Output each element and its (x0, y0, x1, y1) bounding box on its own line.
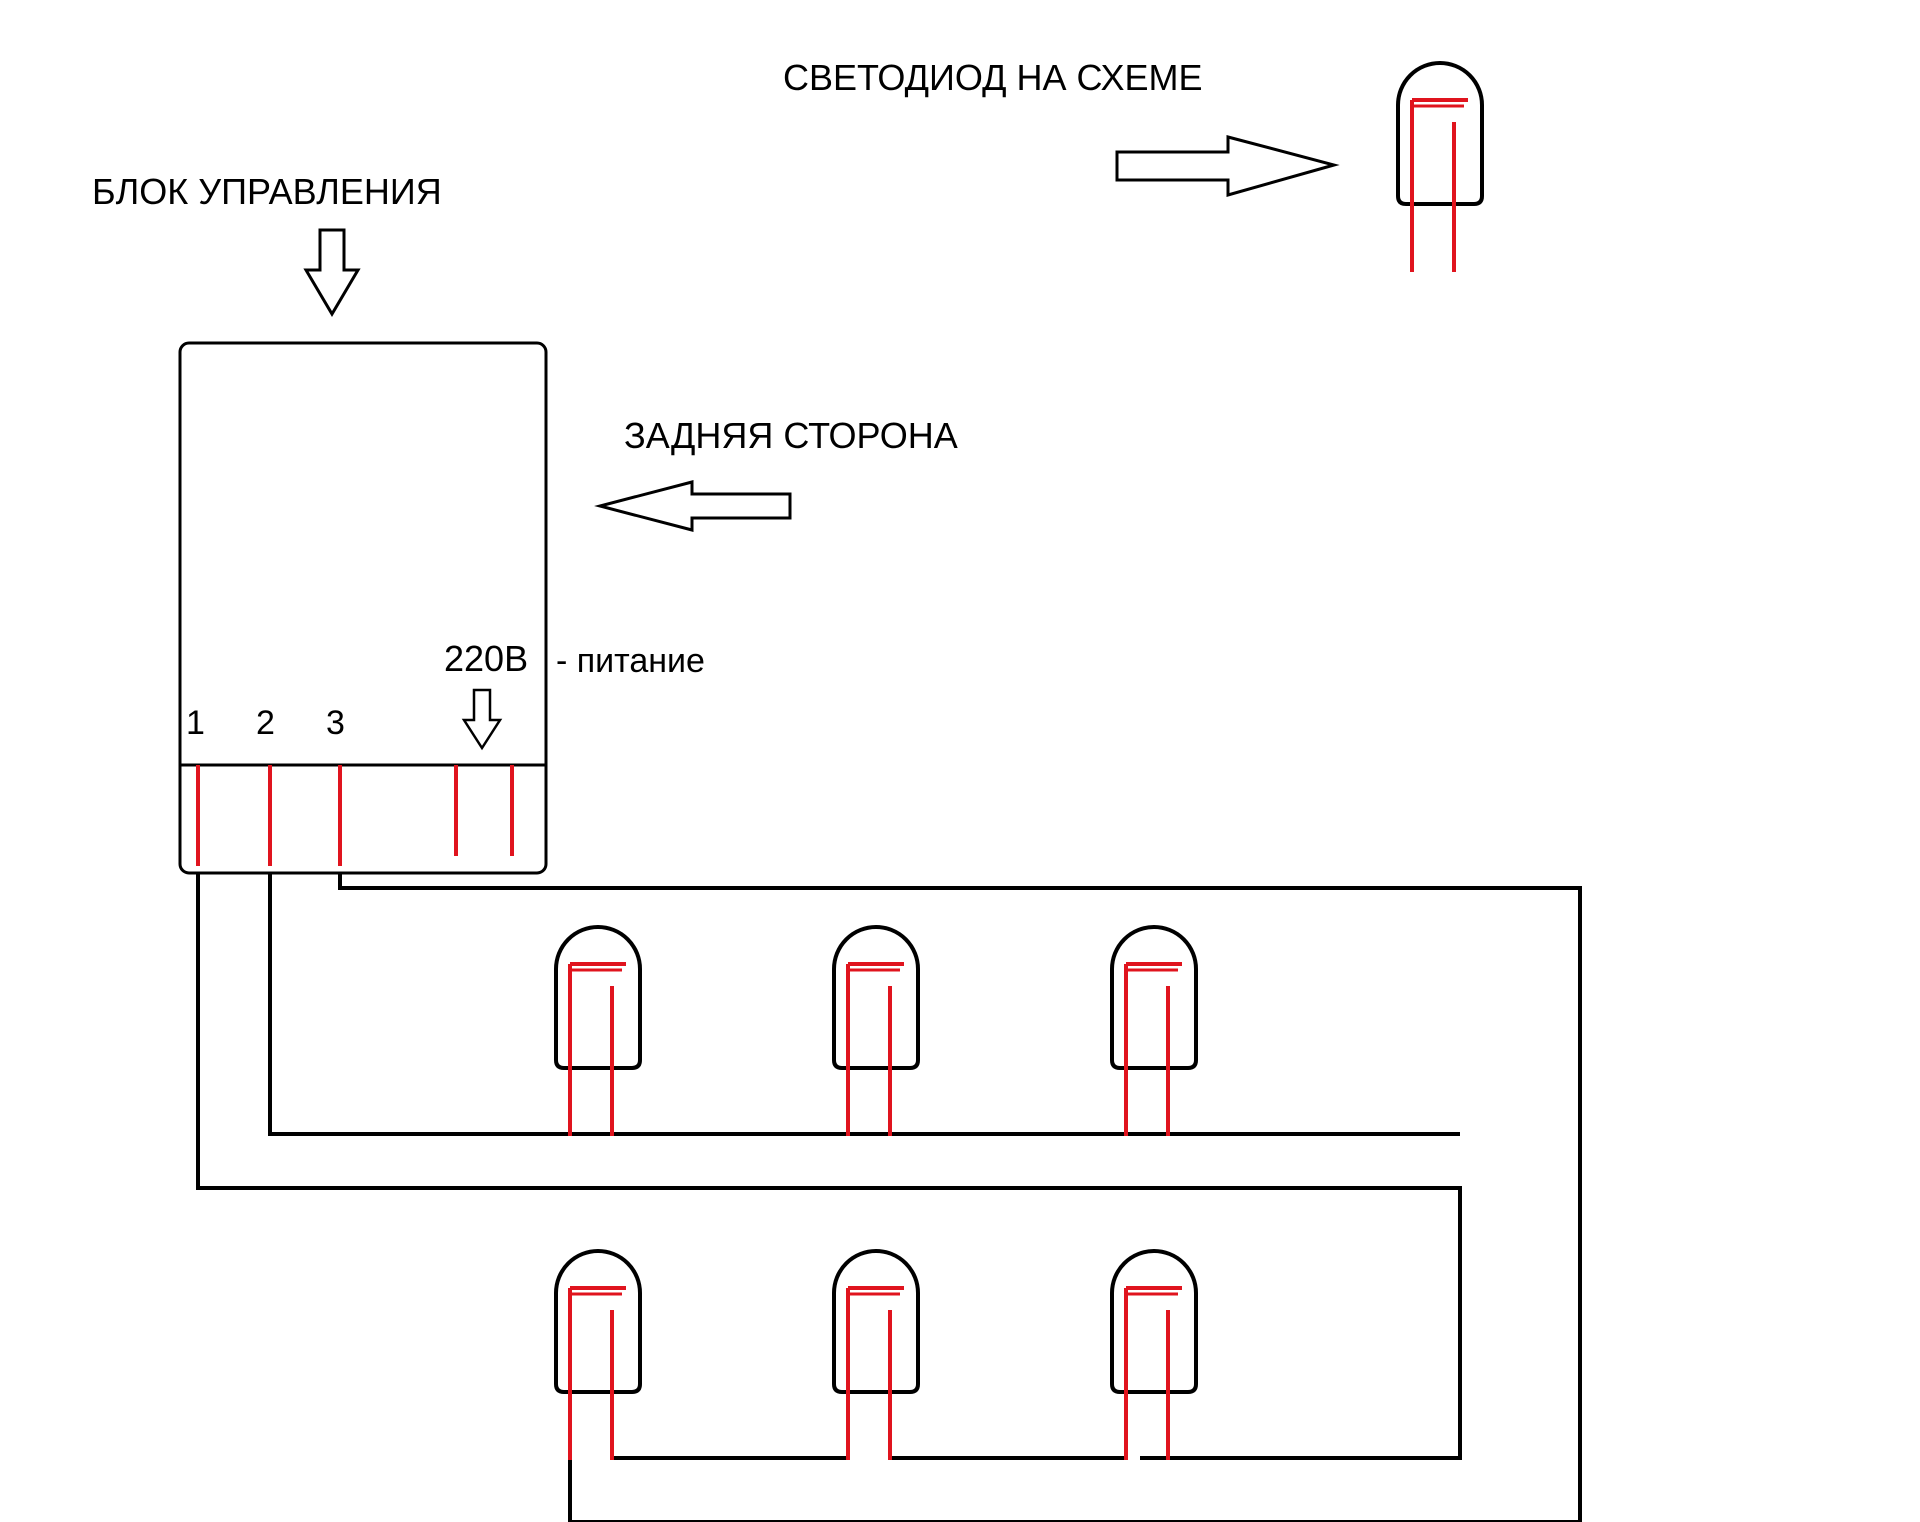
led-top-2 (832, 925, 920, 1138)
led-legend-label: СВЕТОДИОД НА СХЕМЕ (783, 57, 1202, 98)
control-unit-arrow-down (303, 228, 361, 317)
legend-arrow-right (1115, 135, 1340, 197)
back-side-arrow-left (594, 480, 792, 532)
led-top-3 (1110, 925, 1198, 1138)
wires (196, 866, 1582, 1522)
wire-terminal-3 (338, 866, 1582, 1522)
led-bottom-3 (1110, 1249, 1198, 1462)
led-bottom-1 (554, 1249, 642, 1462)
led-legend-symbol (1396, 61, 1484, 274)
power-note-label: - питание (556, 642, 705, 680)
control-unit: 1 2 3 (178, 341, 548, 875)
control-unit-body (178, 341, 548, 875)
control-unit-label: БЛОК УПРАВЛЕНИЯ (92, 171, 442, 212)
power-arrow-down (461, 688, 503, 751)
terminal-label-2: 2 (256, 704, 275, 742)
terminal-label-3: 3 (326, 704, 345, 742)
terminal-label-1: 1 (186, 704, 205, 742)
led-bottom-2 (832, 1249, 920, 1462)
led-top-1 (554, 925, 642, 1138)
wire-terminal-1 (196, 866, 1462, 1460)
back-side-label: ЗАДНЯЯ СТОРОНА (624, 415, 958, 456)
voltage-label: 220В (444, 638, 528, 679)
